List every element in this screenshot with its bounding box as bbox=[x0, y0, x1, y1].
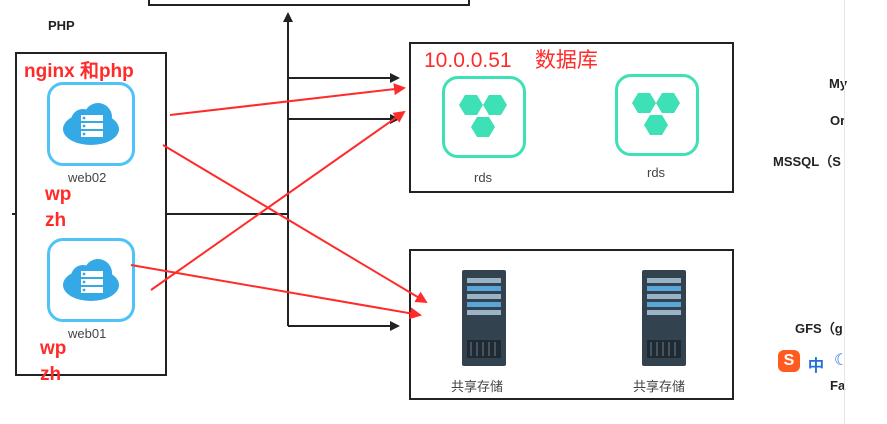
web01-note-wp: wp bbox=[40, 338, 67, 359]
rds-2-label: rds bbox=[647, 165, 666, 180]
server-rack-icon bbox=[462, 270, 506, 366]
storage-2-label: 共享存储 bbox=[633, 379, 686, 394]
right-edge-divider bbox=[844, 0, 845, 424]
sogou-logo-icon: S bbox=[778, 350, 800, 372]
right-label-or: Or bbox=[830, 113, 846, 128]
ime-mode-chinese[interactable]: 中 bbox=[808, 358, 825, 375]
database-group-title: 10.0.0.51 数据库 bbox=[424, 49, 598, 72]
rds-database-icon bbox=[632, 93, 680, 135]
rds-node-1[interactable] bbox=[442, 76, 526, 158]
cloud-server-icon bbox=[63, 103, 119, 145]
web01-label: web01 bbox=[68, 326, 107, 341]
web01-note-zh: zh bbox=[40, 364, 62, 385]
right-label-mssql: MSSQL（S bbox=[773, 154, 841, 169]
web02-note-wp: wp bbox=[45, 184, 72, 205]
web01-to-db bbox=[150, 110, 406, 291]
rds-node-2[interactable] bbox=[615, 74, 699, 156]
rds-database-icon bbox=[459, 95, 507, 137]
web02-note-zh: zh bbox=[45, 210, 67, 231]
web01-to-storage bbox=[130, 264, 422, 320]
server-rack-icon bbox=[642, 270, 686, 366]
rds-1-label: rds bbox=[474, 170, 493, 185]
web02-node[interactable] bbox=[47, 82, 135, 166]
web02-label: web02 bbox=[68, 170, 107, 185]
red-connectors bbox=[130, 83, 428, 320]
ime-toolbar[interactable]: S 中 ☾ bbox=[778, 348, 858, 375]
web02-to-db bbox=[169, 83, 406, 116]
storage-1-label: 共享存储 bbox=[451, 379, 504, 394]
right-label-my: My bbox=[829, 76, 848, 91]
ime-moon-icon[interactable]: ☾ bbox=[834, 352, 849, 369]
top-partial-box bbox=[148, 0, 470, 6]
php-label: PHP bbox=[48, 18, 75, 33]
web01-node[interactable] bbox=[47, 238, 135, 322]
right-label-fa: Fa bbox=[830, 378, 846, 393]
right-label-gfs: GFS（g bbox=[795, 321, 843, 336]
web02-to-storage bbox=[162, 144, 428, 304]
web-group-title: nginx 和php bbox=[24, 61, 134, 82]
cloud-server-icon bbox=[63, 259, 119, 301]
